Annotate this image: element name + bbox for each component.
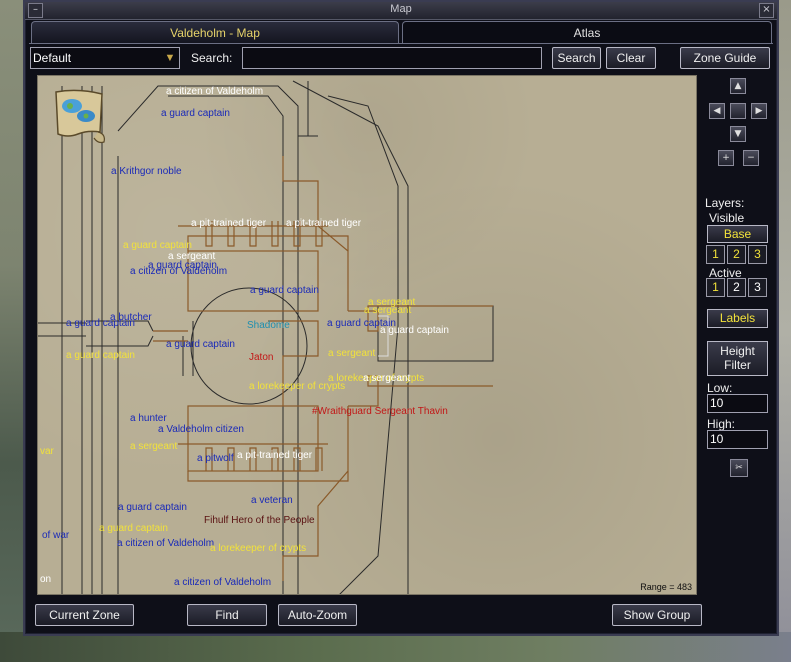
map-filter-dropdown[interactable]: Default ▼ <box>30 47 180 69</box>
map-label[interactable]: a guard captain <box>99 523 168 534</box>
map-label[interactable]: on <box>40 574 52 585</box>
map-label[interactable]: a guard captain <box>148 260 217 271</box>
height-filter-button[interactable]: Height Filter <box>707 341 768 376</box>
find-button[interactable]: Find <box>187 604 267 626</box>
map-label[interactable]: a sergeant <box>168 251 216 262</box>
high-label: High: <box>707 417 736 431</box>
pan-left-icon[interactable]: ◀ <box>709 103 725 119</box>
map-label[interactable]: a guard captain <box>66 350 135 361</box>
pan-center-icon[interactable] <box>730 103 746 119</box>
map-label[interactable]: a pit-trained tiger <box>237 450 313 461</box>
visible-layer-3-toggle[interactable]: 3 <box>748 245 767 264</box>
map-label[interactable]: Fihulf Hero of the People <box>204 515 315 526</box>
search-label: Search: <box>191 51 233 65</box>
map-label[interactable]: a hunter <box>130 413 167 424</box>
map-label[interactable]: a sergeant <box>363 373 411 384</box>
map-label[interactable]: a citizen of Valdeholm <box>130 266 228 277</box>
visible-layer-2-toggle[interactable]: 2 <box>727 245 746 264</box>
map-control-panel: ▲ ◀ ▶ ▼ + − Layers: Visible Base 1 2 3 A… <box>703 75 773 595</box>
map-label[interactable]: a pit-trained tiger <box>191 218 267 229</box>
map-canvas[interactable]: a citizen of Valdeholm a guard captain a… <box>37 75 697 595</box>
high-height-input[interactable]: 10 <box>707 430 768 449</box>
pan-down-icon[interactable]: ▼ <box>730 126 746 142</box>
base-layer-button[interactable]: Base <box>707 225 768 243</box>
clear-button[interactable]: Clear <box>606 47 656 69</box>
game-background-bottom <box>0 632 791 662</box>
map-label[interactable]: a sergeant <box>368 297 416 308</box>
tab-atlas[interactable]: Atlas <box>402 21 772 43</box>
map-label[interactable]: a guard captain <box>327 318 396 329</box>
visible-label: Visible <box>709 211 745 225</box>
map-label[interactable]: a sergeant <box>364 305 412 316</box>
map-filter-value: Default <box>33 51 72 65</box>
map-label[interactable]: a lorekeeper of crypts <box>328 373 425 384</box>
pan-up-icon[interactable]: ▲ <box>730 78 746 94</box>
layers-label: Layers: <box>705 196 745 210</box>
tab-divider <box>29 43 773 44</box>
tab-zone-map[interactable]: Valdeholm - Map <box>31 21 399 43</box>
map-label[interactable]: a citizen of Valdeholm <box>166 86 264 97</box>
map-label[interactable]: Jaton <box>249 352 274 363</box>
zone-map-scroll-icon[interactable] <box>48 86 110 146</box>
current-zone-button[interactable]: Current Zone <box>35 604 134 626</box>
title-bar[interactable]: – Map × <box>25 2 777 20</box>
labels-toggle-button[interactable]: Labels <box>707 309 768 328</box>
close-icon[interactable]: × <box>759 3 774 18</box>
map-label[interactable]: #Wraithguard Sergeant Thavin <box>312 406 448 417</box>
zone-guide-button[interactable]: Zone Guide <box>680 47 770 69</box>
map-label[interactable]: a pitwolf <box>197 453 234 464</box>
visible-layer-1-toggle[interactable]: 1 <box>706 245 725 264</box>
minimize-icon[interactable]: – <box>28 3 43 18</box>
pan-right-icon[interactable]: ▶ <box>751 103 767 119</box>
map-label[interactable]: Shadome <box>247 320 290 331</box>
map-label[interactable]: a Valdeholm citizen <box>158 424 244 435</box>
active-layer-1-toggle[interactable]: 1 <box>706 278 725 297</box>
map-label[interactable]: a pit-trained tiger <box>286 218 362 229</box>
map-window: – Map × Valdeholm - Map Atlas Default ▼ … <box>23 0 779 636</box>
zoom-out-icon[interactable]: − <box>743 150 759 166</box>
map-label[interactable]: a citizen of Valdeholm <box>174 577 272 588</box>
search-input[interactable] <box>242 47 542 69</box>
low-height-input[interactable]: 10 <box>707 394 768 413</box>
wrench-icon[interactable]: ✂ <box>730 459 748 477</box>
range-readout: Range = 483 <box>640 582 692 592</box>
low-label: Low: <box>707 381 733 395</box>
map-label[interactable]: a guard captain <box>123 240 192 251</box>
map-label[interactable]: var <box>40 446 54 457</box>
map-label[interactable]: a guard captain <box>66 318 135 329</box>
map-label[interactable]: a guard captain <box>166 339 235 350</box>
show-group-button[interactable]: Show Group <box>612 604 702 626</box>
active-layer-2-toggle[interactable]: 2 <box>727 278 746 297</box>
zoom-in-icon[interactable]: + <box>718 150 734 166</box>
map-label[interactable]: a guard captain <box>250 285 319 296</box>
map-label[interactable]: of war <box>42 530 70 541</box>
active-layer-3-toggle[interactable]: 3 <box>748 278 767 297</box>
map-label[interactable]: a butcher <box>110 312 152 323</box>
map-label[interactable]: a lorekeeper of crypts <box>249 381 346 392</box>
map-label[interactable]: a Krithgor noble <box>111 166 182 177</box>
map-label[interactable]: a guard captain <box>161 108 230 119</box>
map-label[interactable]: a sergeant <box>328 348 376 359</box>
map-label[interactable]: a lorekeeper of crypts <box>210 543 307 554</box>
auto-zoom-button[interactable]: Auto-Zoom <box>278 604 357 626</box>
active-label: Active <box>709 266 742 280</box>
dropdown-arrow-icon[interactable]: ▼ <box>164 52 176 64</box>
map-label[interactable]: a guard captain <box>118 502 187 513</box>
map-label[interactable]: a veteran <box>251 495 293 506</box>
window-title: Map <box>390 3 412 15</box>
map-label[interactable]: a sergeant <box>130 441 178 452</box>
map-label[interactable]: a guard captain <box>380 325 449 336</box>
search-button[interactable]: Search <box>552 47 601 69</box>
map-walls <box>38 80 494 594</box>
map-label[interactable]: a citizen of Valdeholm <box>117 538 215 549</box>
